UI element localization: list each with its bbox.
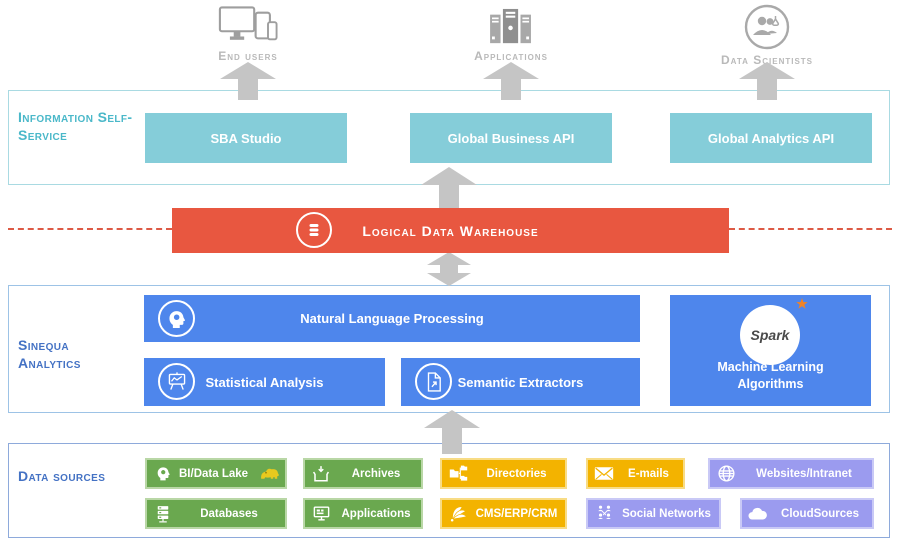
nlp-box: Natural Language Processing — [144, 295, 640, 342]
hadoop-elephant-icon — [254, 466, 286, 482]
mind-head-icon — [147, 465, 179, 482]
semantic-extractors-label: Semantic Extractors — [457, 374, 584, 390]
archive-box-icon — [305, 465, 337, 483]
arrow-up-applications — [483, 62, 539, 100]
source-label: E-mails — [628, 467, 669, 480]
source-directories: Directories — [440, 458, 567, 489]
database-icon — [296, 212, 332, 248]
sba-studio-box: SBA Studio — [145, 113, 347, 163]
global-business-api-box: Global Business API — [410, 113, 612, 163]
folders-tree-icon — [442, 464, 474, 483]
global-analytics-api-box: Global Analytics API — [670, 113, 872, 163]
devices-icon — [218, 6, 278, 41]
monitor-icon — [305, 504, 337, 523]
logical-data-warehouse-label: Logical Data Warehouse — [362, 222, 539, 239]
information-self-service-label: Information Self-Service — [18, 109, 133, 144]
data-scientists-group: Data Scientists — [705, 4, 829, 67]
statistical-analysis-box: Statistical Analysis — [144, 358, 385, 406]
scientists-circle-icon — [744, 4, 790, 50]
server-stack-icon — [147, 505, 179, 523]
source-label: Applications — [341, 507, 411, 520]
source-social-networks: Social Networks — [586, 498, 721, 529]
sinequa-analytics-label: Sinequa Analytics — [18, 337, 81, 372]
end-users-label: End users — [218, 49, 278, 63]
spark-logo-text: Spark — [750, 327, 790, 343]
arrow-up-end-users — [220, 62, 276, 100]
source-label: CMS/ERP/CRM — [475, 507, 558, 520]
source-databases: Databases — [145, 498, 287, 529]
data-sources-label: Data sources — [18, 468, 106, 484]
source-label: BI/Data Lake — [179, 467, 249, 480]
arrow-up-sources-to-analytics — [424, 410, 480, 454]
mind-gear-icon — [158, 300, 195, 337]
cloud-icon — [742, 507, 774, 521]
logical-data-warehouse-bar: Logical Data Warehouse — [172, 208, 729, 253]
server-towers-icon — [490, 8, 531, 44]
spark-logo: Spark — [740, 298, 808, 365]
globe-icon — [710, 464, 742, 483]
source-label: Websites/Intranet — [756, 467, 852, 480]
machine-learning-label: Machine Learning Algorithms — [717, 360, 824, 392]
source-bi-data-lake: BI/Data Lake — [145, 458, 287, 489]
people-network-icon — [588, 504, 620, 523]
source-emails: E-mails — [586, 458, 685, 489]
source-cms-erp-crm: CMS/ERP/CRM — [440, 498, 567, 529]
source-label: CloudSources — [781, 507, 859, 520]
semantic-extractors-box: Semantic Extractors — [401, 358, 640, 406]
dashed-line-left — [8, 228, 172, 230]
applications-group: Applications — [459, 8, 563, 63]
arrow-up-warehouse-to-info — [421, 167, 477, 209]
sba-studio-label: SBA Studio — [210, 130, 282, 146]
global-business-api-label: Global Business API — [447, 130, 575, 146]
source-archives: Archives — [303, 458, 423, 489]
source-applications: Applications — [303, 498, 423, 529]
nlp-label: Natural Language Processing — [300, 311, 484, 326]
document-extract-icon — [415, 363, 452, 400]
source-label: Databases — [200, 507, 258, 520]
source-label: Archives — [351, 467, 401, 480]
source-websites-intranet: Websites/Intranet — [708, 458, 874, 489]
statistical-analysis-label: Statistical Analysis — [205, 374, 324, 390]
chart-board-icon — [158, 363, 195, 400]
machine-learning-box: Spark Machine Learning Algorithms — [670, 295, 871, 406]
data-scientists-label: Data Scientists — [720, 53, 814, 67]
end-users-group: End users — [196, 6, 300, 63]
envelope-icon — [588, 466, 620, 481]
source-cloudsources: CloudSources — [740, 498, 874, 529]
source-label: Social Networks — [622, 507, 711, 520]
dashed-line-right — [729, 228, 892, 230]
spark-star-icon — [796, 298, 808, 309]
source-label: Directories — [486, 467, 547, 480]
global-analytics-api-label: Global Analytics API — [707, 130, 835, 146]
arrow-double-warehouse-analytics — [427, 252, 471, 286]
fan-icon — [442, 504, 474, 523]
arrow-up-data-scientists — [739, 62, 795, 100]
applications-label: Applications — [474, 49, 548, 63]
